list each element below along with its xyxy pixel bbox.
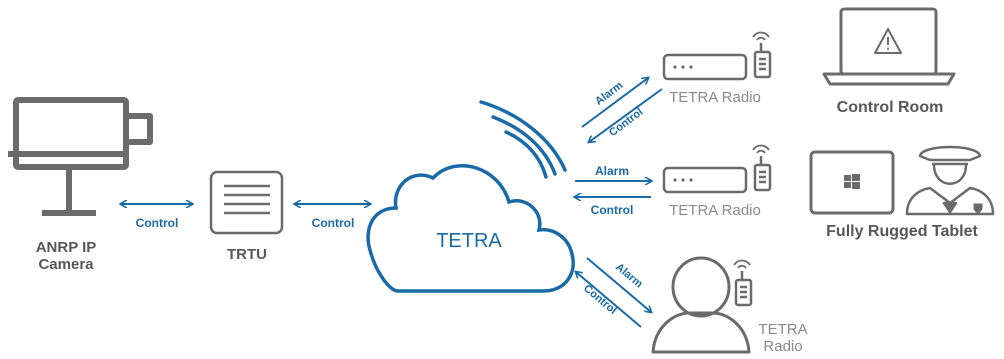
handheld-radio-icon xyxy=(733,259,753,307)
link-camera-trtu: Control xyxy=(121,204,192,230)
link-cloud-mid: Alarm Control xyxy=(575,164,651,217)
tablet-node: Fully Rugged Tablet xyxy=(809,145,995,240)
link-cloud-person-alarm-label: Alarm xyxy=(613,261,645,290)
link-cloud-top-control-arrow xyxy=(589,88,663,142)
camera-label-line1: ANRP IP xyxy=(36,239,97,256)
link-cloud-top-alarm-label: Alarm xyxy=(593,79,625,107)
link-cloud-person-alarm-arrow xyxy=(586,257,651,312)
link-cloud-person-control-label: Control xyxy=(581,283,619,317)
person-icon xyxy=(651,256,751,354)
link-trtu-cloud-label: Control xyxy=(312,216,355,230)
radio-top-label: TETRA Radio xyxy=(669,89,761,106)
link-camera-trtu-label: Control xyxy=(136,216,179,230)
radio-person-label-line2: Radio xyxy=(763,338,802,355)
link-cloud-mid-alarm-label: Alarm xyxy=(595,164,629,178)
link-cloud-person-control-arrow xyxy=(576,272,642,328)
radio-mid-label: TETRA Radio xyxy=(669,202,761,219)
link-cloud-top-alarm-arrow xyxy=(581,78,648,128)
radio-person-node: TETRA Radio xyxy=(651,256,808,355)
link-cloud-person: Alarm Control xyxy=(576,257,651,328)
laptop-warning-icon xyxy=(822,7,956,86)
radio-unit-icon xyxy=(662,144,772,194)
trtu-node: TRTU xyxy=(209,170,284,263)
radio-person-label-line1: TETRA xyxy=(758,321,807,338)
trtu-label: TRTU xyxy=(227,246,267,263)
link-cloud-top: Alarm Control xyxy=(581,78,663,142)
radio-top-node: TETRA Radio xyxy=(662,31,772,106)
tetra-cloud-label: TETRA xyxy=(436,230,502,252)
monitor-camera-icon xyxy=(8,97,153,216)
link-cloud-mid-control-label: Control xyxy=(591,203,634,217)
tablet-officer-icon xyxy=(809,145,995,216)
cloud-signal-icon xyxy=(366,100,575,293)
camera-node: ANRP IP Camera xyxy=(8,97,153,273)
tetra-cloud-node: TETRA xyxy=(366,100,575,293)
control-room-label: Control Room xyxy=(837,99,944,116)
camera-label-line2: Camera xyxy=(38,256,94,273)
control-room-node: Control Room xyxy=(822,7,956,116)
radio-mid-node: TETRA Radio xyxy=(662,144,772,219)
windows-logo-icon xyxy=(844,174,860,189)
radio-unit-icon xyxy=(662,31,772,81)
rack-unit-icon xyxy=(209,170,284,235)
link-cloud-top-control-label: Control xyxy=(607,106,645,139)
tablet-label: Fully Rugged Tablet xyxy=(826,223,978,240)
link-trtu-cloud: Control xyxy=(295,204,370,230)
police-officer-icon xyxy=(905,145,995,216)
